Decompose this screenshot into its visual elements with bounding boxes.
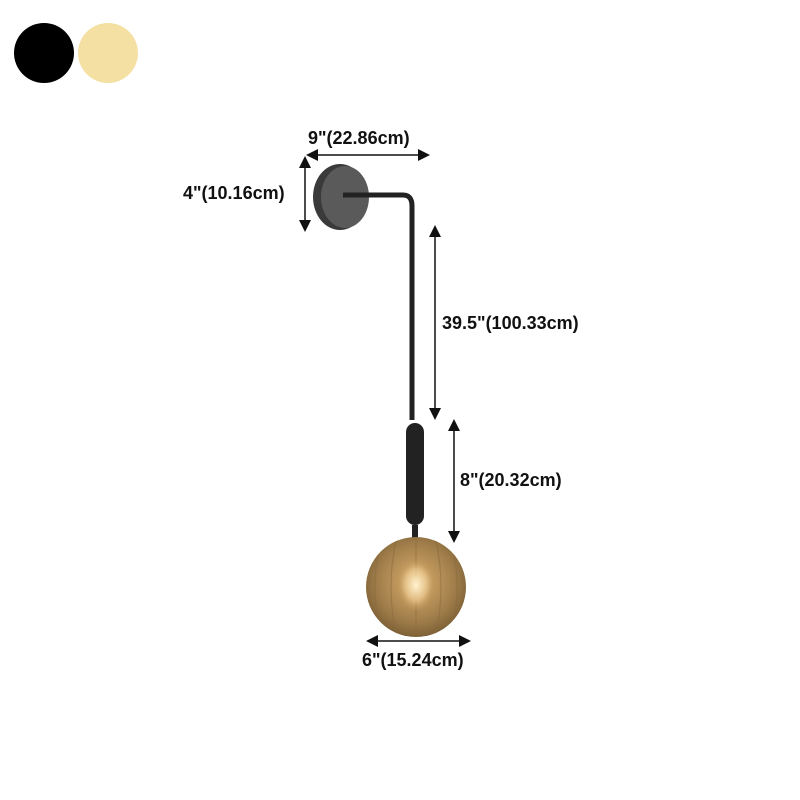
dim-shade-label: 6"(15.24cm) <box>362 650 464 670</box>
dim-rod-label: 39.5"(100.33cm) <box>442 313 579 333</box>
globe-shade <box>366 537 466 637</box>
color-swatch-gold[interactable] <box>78 23 138 83</box>
dim-backplate-label: 4"(10.16cm) <box>183 183 285 203</box>
dim-arm-width-label: 9"(22.86cm) <box>308 128 410 148</box>
dim-holder-label: 8"(20.32cm) <box>460 470 562 490</box>
arm <box>343 192 415 420</box>
color-swatch-black[interactable] <box>14 23 74 83</box>
socket-holder <box>406 423 424 525</box>
